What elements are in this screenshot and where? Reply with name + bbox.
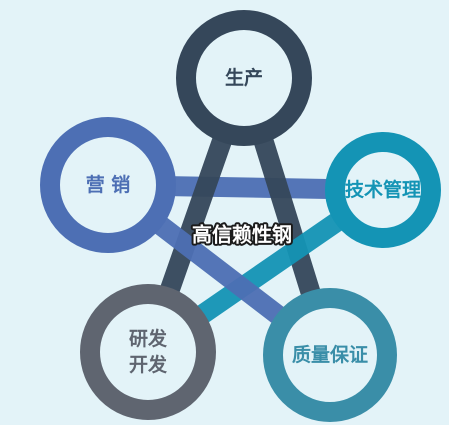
label-tech: 技术管理 <box>345 178 421 201</box>
label-marketing: 营 销 <box>86 173 131 196</box>
label-rnd-line: 开发 <box>129 352 168 375</box>
loop-marketing <box>40 117 176 253</box>
label-production: 生产 <box>225 66 263 89</box>
loop-rnd <box>80 284 216 420</box>
loop-tech <box>325 132 441 248</box>
label-rnd: 研发开发 <box>129 327 168 376</box>
label-tech-line: 技术管理 <box>345 178 421 201</box>
label-quality-line: 质量保证 <box>292 343 368 366</box>
center-title: 高信赖性钢 <box>192 223 292 247</box>
circle-layer <box>40 10 441 422</box>
label-rnd-line: 研发 <box>129 327 168 350</box>
label-production-line: 生产 <box>225 66 263 89</box>
loop-production <box>176 10 312 146</box>
loop-quality <box>263 288 397 422</box>
label-marketing-line: 营 销 <box>86 173 131 196</box>
label-quality: 质量保证 <box>292 343 368 366</box>
